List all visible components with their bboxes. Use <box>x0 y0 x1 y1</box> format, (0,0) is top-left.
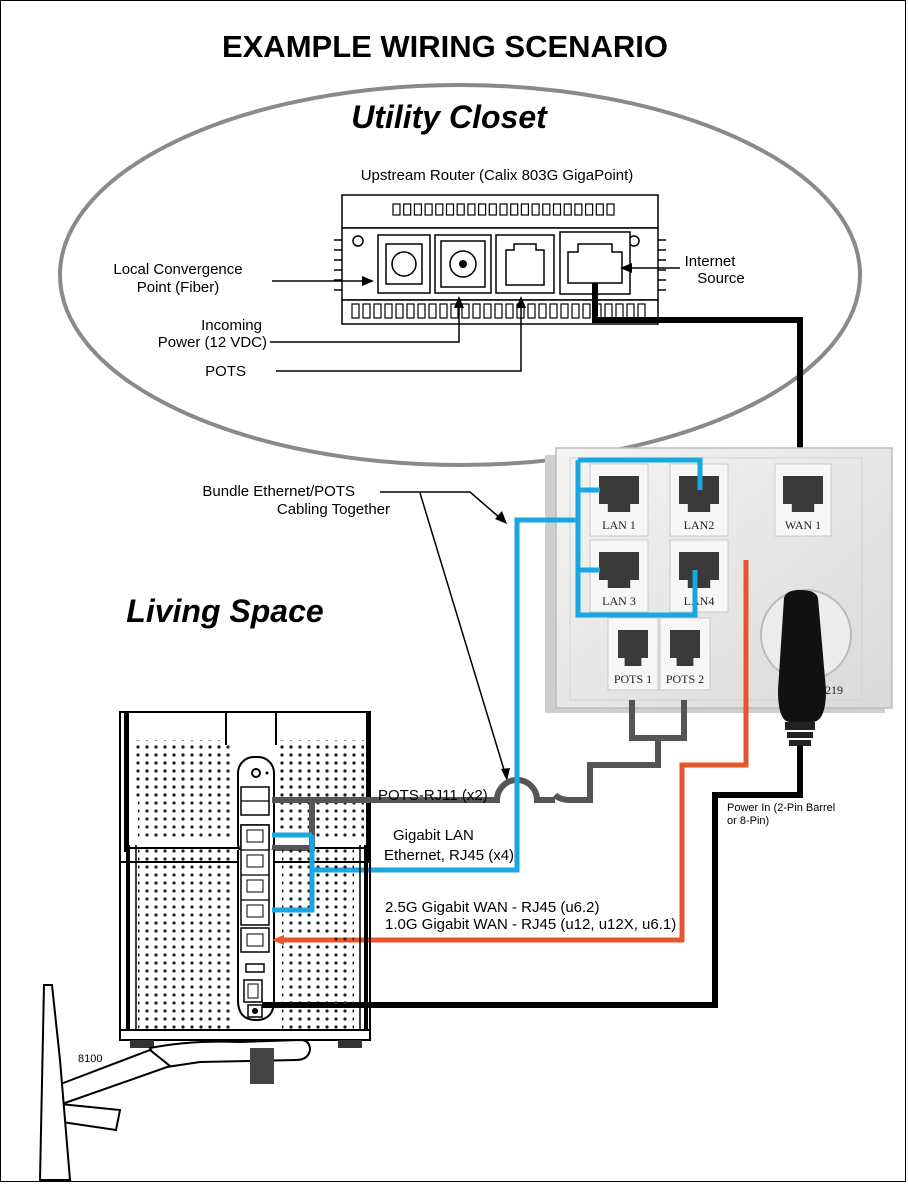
ont-device <box>119 711 371 926</box>
wall-port-wan-1: WAN 1 <box>774 463 832 537</box>
incoming-power-label-2: Power (12 VDC) <box>158 334 267 351</box>
wall-port-pots-1: POTS 1 <box>607 617 659 691</box>
bundle-label-2: Cabling Together <box>277 501 390 518</box>
lan-cable <box>312 517 578 873</box>
wan-cable <box>280 560 749 943</box>
wall-port-lan-3: LAN 3 <box>589 539 649 613</box>
living-space-label: Living Space <box>126 593 323 629</box>
upstream-router: Upstream Router (Calix 803G GigaPoint) <box>334 167 666 325</box>
bundle-label-1: Bundle Ethernet/POTS <box>202 483 355 500</box>
internet-cable <box>592 283 803 455</box>
wan-10-label: 1.0G Gigabit WAN - RJ45 (u12, u12X, u6.1… <box>385 916 676 933</box>
internet-source-label-1: Internet <box>685 253 737 270</box>
pots-rj11-label: POTS-RJ11 (x2) <box>378 787 488 804</box>
wall-plate-number: 219 <box>825 683 843 697</box>
gigabit-lan-label-2: Ethernet, RJ45 (x4) <box>384 847 514 864</box>
wall-port-lan-1: LAN 1 <box>589 463 649 537</box>
wall-port-label: LAN4 <box>684 594 715 608</box>
wall-port-label: LAN 1 <box>602 518 636 532</box>
wall-port-label: POTS 1 <box>614 672 652 686</box>
internet-source-label-2: Source <box>697 270 745 287</box>
incoming-power-label-1: Incoming <box>201 317 262 334</box>
gigabit-lan-label-1: Gigabit LAN <box>393 827 474 844</box>
wall-port-pots-2: POTS 2 <box>659 617 711 691</box>
wall-port-lan-4: LAN4 <box>669 539 729 613</box>
wall-port-label: POTS 2 <box>666 672 704 686</box>
wall-port-label: LAN 3 <box>602 594 636 608</box>
wall-port-label: WAN 1 <box>785 518 821 532</box>
wan-25-label: 2.5G Gigabit WAN - RJ45 (u6.2) <box>385 899 600 916</box>
local-convergence-label-1: Local Convergence <box>113 261 242 278</box>
power-in-label-2: or 8-Pin) <box>727 815 769 827</box>
power-in-label-1: Power In (2-Pin Barrel <box>727 802 835 814</box>
power-plug <box>778 590 826 746</box>
wall-port-lan-2: LAN2 <box>669 463 729 537</box>
utility-closet-label: Utility Closet <box>351 99 548 135</box>
diagram-title: EXAMPLE WIRING SCENARIO <box>222 29 668 64</box>
router-label: Upstream Router (Calix 803G GigaPoint) <box>361 167 634 184</box>
pots-callout-label: POTS <box>205 363 246 380</box>
local-convergence-label-2: Point (Fiber) <box>137 279 220 296</box>
pots-cable <box>272 777 555 851</box>
wall-port-label: LAN2 <box>684 518 715 532</box>
power-cable <box>268 746 803 1008</box>
